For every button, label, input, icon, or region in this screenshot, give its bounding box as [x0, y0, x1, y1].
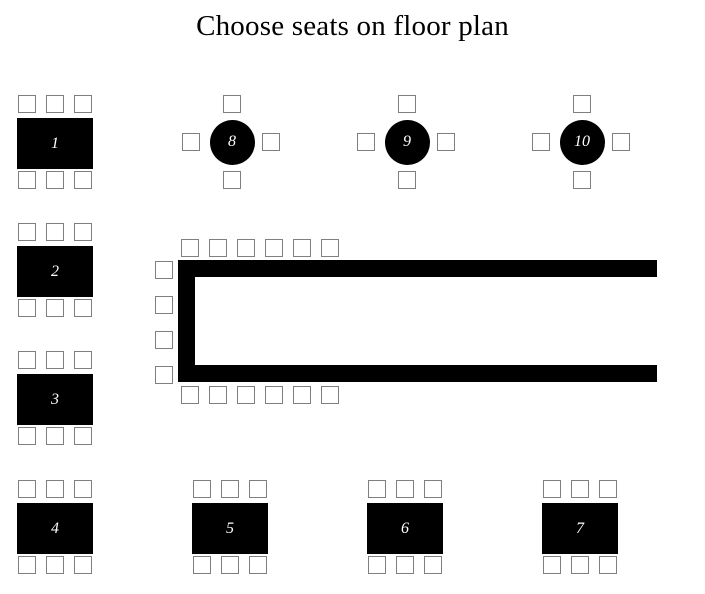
- chair-u-table-bottom-5[interactable]: [293, 386, 311, 404]
- table-number-label: 5: [226, 519, 234, 537]
- chair-u-table-top-5[interactable]: [293, 239, 311, 257]
- rect-table-7[interactable]: 7: [542, 503, 618, 554]
- table-number-label: 9: [403, 133, 411, 150]
- chair-table-5-bottom-1[interactable]: [193, 556, 211, 574]
- chair-table-2-bottom-2[interactable]: [46, 299, 64, 317]
- chair-table-4-top-1[interactable]: [18, 480, 36, 498]
- chair-table-9-left[interactable]: [357, 133, 375, 151]
- chair-table-3-bottom-1[interactable]: [18, 427, 36, 445]
- chair-table-5-top-3[interactable]: [249, 480, 267, 498]
- chair-table-7-top-2[interactable]: [571, 480, 589, 498]
- table-number-label: 1: [51, 134, 59, 152]
- chair-table-7-bottom-3[interactable]: [599, 556, 617, 574]
- table-number-label: 6: [401, 519, 409, 537]
- chair-table-2-top-1[interactable]: [18, 223, 36, 241]
- chair-table-10-left[interactable]: [532, 133, 550, 151]
- chair-table-7-bottom-2[interactable]: [571, 556, 589, 574]
- chair-table-6-bottom-1[interactable]: [368, 556, 386, 574]
- chair-table-6-bottom-2[interactable]: [396, 556, 414, 574]
- chair-table-1-bottom-3[interactable]: [74, 171, 92, 189]
- chair-table-8-bottom[interactable]: [223, 171, 241, 189]
- chair-table-3-top-1[interactable]: [18, 351, 36, 369]
- round-table-8[interactable]: 8: [209, 119, 255, 165]
- table-number-label: 8: [228, 133, 236, 150]
- chair-u-table-bottom-6[interactable]: [321, 386, 339, 404]
- chair-u-table-bottom-4[interactable]: [265, 386, 283, 404]
- chair-table-1-top-2[interactable]: [46, 95, 64, 113]
- table-number-label: 2: [51, 262, 59, 280]
- chair-table-2-bottom-3[interactable]: [74, 299, 92, 317]
- chair-table-6-top-1[interactable]: [368, 480, 386, 498]
- chair-table-5-top-2[interactable]: [221, 480, 239, 498]
- chair-table-2-top-2[interactable]: [46, 223, 64, 241]
- chair-table-4-top-3[interactable]: [74, 480, 92, 498]
- chair-u-table-bottom-1[interactable]: [181, 386, 199, 404]
- chair-u-table-left-1[interactable]: [155, 261, 173, 279]
- chair-u-table-left-2[interactable]: [155, 296, 173, 314]
- table-number-label: 10: [574, 133, 590, 150]
- chair-table-5-bottom-3[interactable]: [249, 556, 267, 574]
- chair-table-7-top-3[interactable]: [599, 480, 617, 498]
- chair-u-table-bottom-3[interactable]: [237, 386, 255, 404]
- chair-table-8-left[interactable]: [182, 133, 200, 151]
- chair-table-8-right[interactable]: [262, 133, 280, 151]
- rect-table-5[interactable]: 5: [192, 503, 268, 554]
- chair-table-1-top-3[interactable]: [74, 95, 92, 113]
- chair-table-2-top-3[interactable]: [74, 223, 92, 241]
- chair-table-10-bottom[interactable]: [573, 171, 591, 189]
- chair-table-4-top-2[interactable]: [46, 480, 64, 498]
- rect-table-4[interactable]: 4: [17, 503, 93, 554]
- round-table-10[interactable]: 10: [559, 119, 605, 165]
- chair-table-3-top-3[interactable]: [74, 351, 92, 369]
- chair-table-7-top-1[interactable]: [543, 480, 561, 498]
- chair-u-table-top-6[interactable]: [321, 239, 339, 257]
- rect-table-3[interactable]: 3: [17, 374, 93, 425]
- chair-table-6-bottom-3[interactable]: [424, 556, 442, 574]
- chair-table-7-bottom-1[interactable]: [543, 556, 561, 574]
- chair-table-3-bottom-3[interactable]: [74, 427, 92, 445]
- chair-table-9-right[interactable]: [437, 133, 455, 151]
- chair-table-4-bottom-3[interactable]: [74, 556, 92, 574]
- chair-u-table-left-3[interactable]: [155, 331, 173, 349]
- u-shaped-conference-table[interactable]: [178, 260, 657, 382]
- page-title: Choose seats on floor plan: [196, 10, 509, 42]
- chair-table-2-bottom-1[interactable]: [18, 299, 36, 317]
- chair-table-10-top[interactable]: [573, 95, 591, 113]
- chair-u-table-top-1[interactable]: [181, 239, 199, 257]
- chair-table-1-bottom-2[interactable]: [46, 171, 64, 189]
- chair-u-table-bottom-2[interactable]: [209, 386, 227, 404]
- chair-table-9-bottom[interactable]: [398, 171, 416, 189]
- chair-table-1-top-1[interactable]: [18, 95, 36, 113]
- rect-table-6[interactable]: 6: [367, 503, 443, 554]
- chair-table-8-top[interactable]: [223, 95, 241, 113]
- chair-table-3-bottom-2[interactable]: [46, 427, 64, 445]
- rect-table-2[interactable]: 2: [17, 246, 93, 297]
- chair-table-5-bottom-2[interactable]: [221, 556, 239, 574]
- chair-u-table-top-4[interactable]: [265, 239, 283, 257]
- rect-table-1[interactable]: 1: [17, 118, 93, 169]
- chair-table-3-top-2[interactable]: [46, 351, 64, 369]
- table-number-label: 3: [51, 390, 59, 408]
- chair-table-10-right[interactable]: [612, 133, 630, 151]
- chair-table-6-top-2[interactable]: [396, 480, 414, 498]
- chair-u-table-left-4[interactable]: [155, 366, 173, 384]
- chair-table-9-top[interactable]: [398, 95, 416, 113]
- chair-table-1-bottom-1[interactable]: [18, 171, 36, 189]
- chair-table-4-bottom-1[interactable]: [18, 556, 36, 574]
- round-table-9[interactable]: 9: [384, 119, 430, 165]
- chair-table-5-top-1[interactable]: [193, 480, 211, 498]
- chair-u-table-top-2[interactable]: [209, 239, 227, 257]
- chair-u-table-top-3[interactable]: [237, 239, 255, 257]
- chair-table-6-top-3[interactable]: [424, 480, 442, 498]
- table-number-label: 4: [51, 519, 59, 537]
- table-number-label: 7: [576, 519, 584, 537]
- chair-table-4-bottom-2[interactable]: [46, 556, 64, 574]
